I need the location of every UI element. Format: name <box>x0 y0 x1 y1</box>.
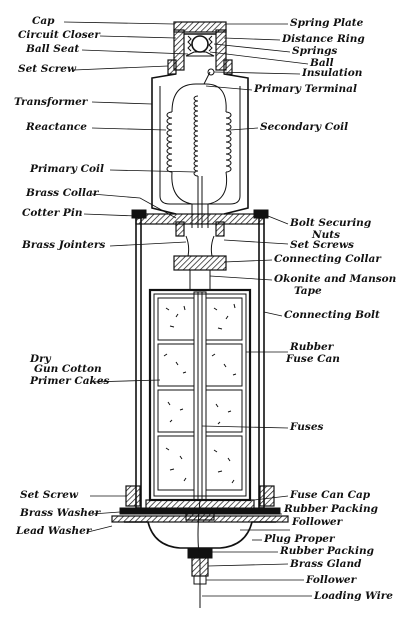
collar-assembly <box>131 209 269 290</box>
connecting-collar <box>173 255 227 271</box>
label-set-screw-top: Set Screw <box>18 63 77 75</box>
upper-wire-loop <box>171 83 227 113</box>
label-bolt-securing: Bolt Securing <box>289 217 371 229</box>
primer-cake-r3 <box>205 389 243 433</box>
label-connecting-collar: Connecting Collar <box>274 253 382 265</box>
label-primary-terminal: Primary Terminal <box>253 83 357 95</box>
primer-cake-l1 <box>157 297 195 341</box>
fuse-tube <box>193 291 207 501</box>
label-lead-washer: Lead Washer <box>15 525 93 537</box>
set-screw-bottom-left <box>125 485 141 507</box>
label-rubber-packing-2: Rubber Packing <box>279 545 374 557</box>
rubber-fuse-can <box>153 293 247 497</box>
label-set-screw-bottom: Set Screw <box>20 489 79 501</box>
label-springs: Springs <box>292 45 337 57</box>
reactance-lead <box>171 171 193 228</box>
label-fuse-can: Fuse Can <box>285 353 340 365</box>
labels-left: Cap Circuit Closer Ball Seat Set Screw T… <box>14 15 110 537</box>
label-dry: Dry <box>29 353 52 365</box>
label-spring-plate: Spring Plate <box>290 17 364 29</box>
label-cotter-pin: Cotter Pin <box>22 207 82 219</box>
primer-cake-r2 <box>205 343 243 387</box>
spring-right <box>208 35 213 52</box>
label-fuses: Fuses <box>289 421 323 433</box>
collar-neck-right <box>215 221 225 237</box>
plug-assembly <box>111 485 289 608</box>
transformer-wall-right <box>223 73 249 215</box>
label-follower-1: Follower <box>291 516 344 528</box>
label-brass-collar: Brass Collar <box>25 187 100 199</box>
label-loading-wire: Loading Wire <box>313 590 393 602</box>
primer-cake-l3 <box>157 389 195 433</box>
label-transformer: Transformer <box>14 96 89 108</box>
label-gun-cotton: Gun Cotton <box>34 363 102 375</box>
cap-wall-left <box>173 29 185 71</box>
label-circuit-closer: Circuit Closer <box>18 29 101 41</box>
fuse-can <box>148 288 252 502</box>
bolt-nut-left <box>131 209 147 219</box>
ball-seat <box>185 51 215 57</box>
label-reactance: Reactance <box>25 121 87 133</box>
primer-cake-l2 <box>157 343 195 387</box>
label-brass-gland: Brass Gland <box>289 558 362 570</box>
label-brass-jointers: Brass Jointers <box>21 239 105 251</box>
plug-proper <box>124 521 276 549</box>
label-insulation: Insulation <box>301 67 362 79</box>
label-follower-2: Follower <box>305 574 358 586</box>
secondary-coil <box>225 111 232 173</box>
transformer-housing <box>151 71 249 228</box>
leader-lines <box>63 21 312 597</box>
label-fuse-can-cap: Fuse Can Cap <box>289 489 371 501</box>
cap-top <box>173 21 227 33</box>
label-secondary-coil: Secondary Coil <box>260 121 348 133</box>
label-okonite-manson: Okonite and Manson <box>274 273 396 285</box>
fuses <box>197 292 203 500</box>
spring-left <box>187 35 192 52</box>
label-connecting-bolt: Connecting Bolt <box>284 309 380 321</box>
primer-cake-r1 <box>205 297 243 341</box>
label-ball-seat: Ball Seat <box>25 43 79 55</box>
cap-assembly <box>167 21 233 76</box>
transformer-wall-left <box>151 73 177 215</box>
rubber-packing-lower <box>187 547 213 559</box>
transformer-inner-shell <box>159 86 241 205</box>
label-primer-cakes: Primer Cakes <box>29 375 110 387</box>
primary-terminal-wire <box>203 71 211 85</box>
label-ball: Ball <box>309 57 334 69</box>
label-rubber-packing-1: Rubber Packing <box>283 503 378 515</box>
label-brass-washer: Brass Washer <box>19 507 102 519</box>
connecting-bolt-left <box>135 217 142 509</box>
loading-wire <box>197 499 201 608</box>
okonite-tape <box>189 270 211 290</box>
label-set-screws: Set Screws <box>290 239 354 251</box>
set-screw-top-left <box>167 59 177 75</box>
label-cap: Cap <box>32 15 55 27</box>
brass-jointers <box>185 235 215 257</box>
label-plug-proper: Plug Proper <box>263 533 336 545</box>
primer-cake-l4 <box>157 435 195 491</box>
label-distance-ring: Distance Ring <box>281 33 365 45</box>
labels-right: Spring Plate Distance Ring Springs Ball … <box>253 17 396 602</box>
label-nuts: Nuts <box>311 229 340 241</box>
primary-coil <box>193 95 199 177</box>
primer-cake-r4 <box>205 435 243 491</box>
reactance-coil <box>166 111 173 173</box>
ball <box>191 35 209 53</box>
set-screw-bottom-right <box>259 485 275 507</box>
bolt-nut-right <box>253 209 269 219</box>
brass-collar <box>135 213 265 225</box>
label-rubber: Rubber <box>289 341 335 353</box>
collar-neck-left <box>175 221 185 237</box>
secondary-lead <box>207 171 228 228</box>
connecting-bolt-right <box>258 217 265 509</box>
cap-wall-right <box>215 29 227 71</box>
rubber-packing-upper <box>185 511 215 521</box>
label-primary-coil: Primary Coil <box>29 163 104 175</box>
gun-cotton-texture <box>163 303 237 484</box>
label-tape: Tape <box>294 285 322 297</box>
